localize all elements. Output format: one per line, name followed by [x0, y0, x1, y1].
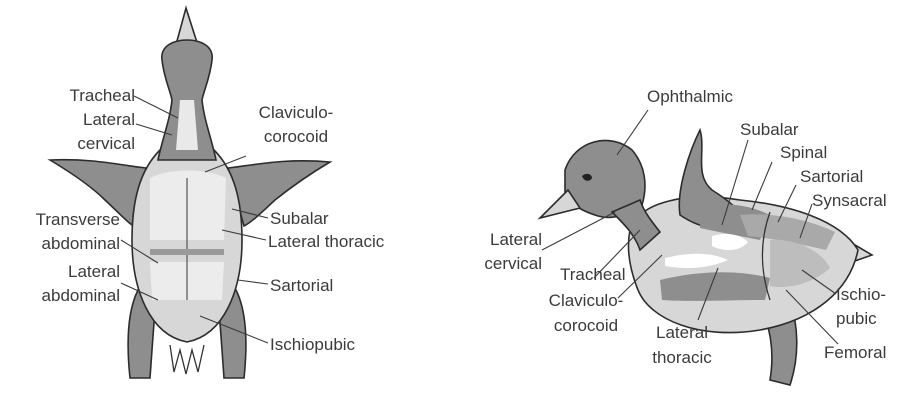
label-lateral-abdominal-line2: abdominal [42, 286, 120, 305]
ventral-bird-figure [50, 8, 330, 378]
label-lateral-cervical-lateral-line1: Lateral [490, 230, 542, 249]
label-lateral-thoracic-lateral-line2: thoracic [652, 348, 712, 367]
label-synsacral: Synsacral [812, 191, 887, 210]
label-ischiopubic: Ischiopubic [270, 335, 356, 354]
label-claviculo-coracoid-lateral-line1: Claviculo- [549, 291, 624, 310]
label-tracheal-lateral: Tracheal [560, 265, 626, 284]
label-claviculo-coracoid-lateral-line2: corocoid [554, 316, 618, 335]
label-ophthalmic: Ophthalmic [647, 87, 733, 106]
label-lateral-thoracic: Lateral thoracic [268, 232, 385, 251]
label-transverse-abdominal-line2: abdominal [42, 234, 120, 253]
label-tracheal: Tracheal [69, 86, 135, 105]
label-lateral-abdominal-line1: Lateral [68, 262, 120, 281]
label-sartorial-lateral: Sartorial [800, 167, 863, 186]
label-spinal: Spinal [780, 143, 827, 162]
label-femoral: Femoral [824, 343, 886, 362]
label-ischiopubic-lateral-line1: Ischio- [836, 285, 886, 304]
label-sartorial: Sartorial [270, 276, 333, 295]
label-claviculo-coracoid-line1: Claviculo- [259, 103, 334, 122]
label-subalar: Subalar [270, 209, 329, 228]
label-subalar-lateral: Subalar [740, 120, 799, 139]
label-lateral-cervical-lateral-line2: cervical [484, 254, 542, 273]
label-claviculo-coracoid-line2: corocoid [264, 127, 328, 146]
label-ischiopubic-lateral-line2: pubic [836, 309, 877, 328]
label-lateral-thoracic-lateral-line1: Lateral [656, 323, 708, 342]
label-lateral-cervical-line1: Lateral [83, 110, 135, 129]
label-lateral-cervical-line2: cervical [77, 134, 135, 153]
label-transverse-abdominal-line1: Transverse [36, 210, 120, 229]
